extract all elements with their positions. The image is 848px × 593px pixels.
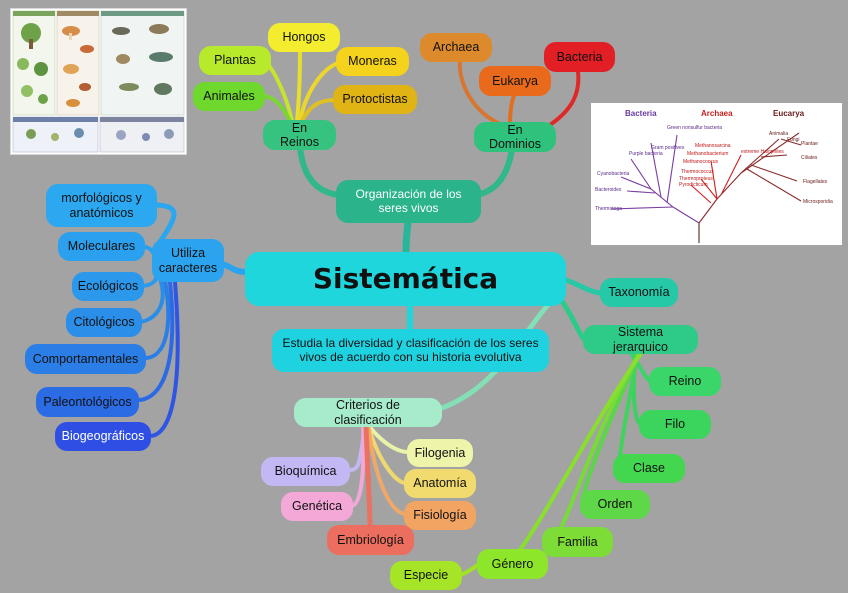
tree-header-bacteria: Bacteria (625, 109, 657, 118)
node-fisiologia[interactable]: Fisiología (404, 501, 476, 530)
node-hongos[interactable]: Hongos (268, 23, 340, 52)
link-reinos-moneras (298, 61, 340, 123)
tree-label: Ciliates (801, 155, 818, 161)
node-clase[interactable]: Clase (613, 454, 685, 483)
tree-label: extreme Halophiles (741, 149, 784, 155)
node-ecologicos[interactable]: Ecológicos (72, 272, 144, 301)
link-center-caracteres (219, 261, 248, 275)
node-estudia[interactable]: Estudia la diversidad y clasificación de… (272, 329, 549, 372)
link-genero-especie (458, 563, 480, 577)
link-reinos-protoctistas (300, 98, 337, 123)
phylogenetic-tree-lines (610, 132, 802, 243)
node-filo[interactable]: Filo (639, 410, 711, 439)
node-paleontologicos[interactable]: Paleontológicos (36, 387, 139, 417)
tree-label: Methanococcus (683, 159, 719, 165)
link-sistema-reino (628, 350, 652, 383)
tree-label: Gram positives (651, 145, 685, 151)
link-center-sistema (557, 295, 587, 342)
node-animales[interactable]: Animales (193, 82, 265, 111)
node-biogeograficos[interactable]: Biogeográficos (55, 422, 151, 451)
node-genetica[interactable]: Genética (281, 492, 353, 521)
link-dominios-bacteria (543, 70, 581, 130)
tree-label: Methanobacterium (687, 151, 729, 157)
central-topic-sistematica[interactable]: Sistemática (245, 252, 566, 306)
link-criterios-embriologia (363, 422, 373, 529)
kingdoms-illustration-image[interactable] (10, 8, 187, 155)
link-car-5 (143, 278, 171, 360)
phylogenetic-tree-image[interactable]: Bacteria Archaea Eucarya Green nonsulfur… (591, 103, 842, 245)
link-reinos-hongos (295, 48, 302, 123)
tree-label: Flagellates (803, 179, 828, 185)
node-comportamentales[interactable]: Comportamentales (25, 344, 146, 374)
link-sistema-genero (518, 350, 644, 552)
link-organizacion-dominios (473, 147, 515, 198)
tree-label: Green nonsulfur bacteria (667, 125, 723, 131)
kingdoms-illustration-art (12, 10, 185, 153)
node-archaea[interactable]: Archaea (420, 33, 492, 62)
tree-header-eucarya: Eucarya (773, 109, 805, 118)
link-center-organizacion (402, 214, 412, 256)
node-sistema-jerarquico[interactable]: Sistema jerarquico (583, 325, 698, 354)
node-embriologia[interactable]: Embriología (327, 525, 414, 555)
node-bacteria[interactable]: Bacteria (544, 42, 615, 72)
node-en-reinos[interactable]: En Reinos (263, 120, 336, 150)
tree-label: Thermococcus (681, 169, 714, 175)
node-taxonomia[interactable]: Taxonomía (600, 278, 678, 307)
node-plantas[interactable]: Plantas (199, 46, 271, 75)
node-criterios[interactable]: Criterios de clasificación (294, 398, 442, 427)
node-filogenia[interactable]: Filogenia (407, 439, 473, 467)
link-criterios-fisiologia (366, 423, 407, 516)
node-en-dominios[interactable]: En Dominios (474, 122, 556, 152)
node-citologicos[interactable]: Citológicos (66, 308, 142, 337)
tree-label: Microsporidia (803, 199, 833, 205)
tree-label: Pyrodicticum (679, 182, 708, 188)
node-genero[interactable]: Género (477, 549, 548, 579)
node-bioquimica[interactable]: Bioquímica (261, 457, 350, 486)
tree-label: Bacteroides (595, 187, 622, 193)
node-especie[interactable]: Especie (390, 561, 462, 590)
tree-label: Animalia (769, 131, 789, 137)
node-reino[interactable]: Reino (649, 367, 721, 396)
tree-label: Thermoproteus (679, 176, 713, 182)
node-protoctistas[interactable]: Protoctistas (333, 85, 417, 114)
tree-label: Plantae (801, 141, 818, 147)
node-moneras[interactable]: Moneras (336, 47, 409, 76)
node-moleculares[interactable]: Moleculares (58, 232, 145, 261)
tree-label: Purple bacteria (629, 151, 663, 157)
link-dominios-eukarya (508, 94, 516, 126)
tree-header-archaea: Archaea (701, 109, 733, 118)
link-criterios-genetica (350, 423, 366, 508)
link-car-7 (148, 280, 180, 438)
node-orden[interactable]: Orden (580, 490, 650, 519)
tree-label: Fungi (787, 137, 800, 143)
tree-label: Thermotoga (595, 206, 622, 212)
node-utiliza-caracteres[interactable]: Utiliza caracteres (152, 239, 224, 282)
node-morfologicos[interactable]: morfológicos y anatómicos (46, 184, 157, 227)
link-car-6 (136, 280, 175, 402)
link-organizacion-reinos (297, 145, 341, 198)
node-familia[interactable]: Familia (542, 527, 613, 557)
link-center-taxonomia (563, 277, 603, 296)
tree-label: Cyanobacteria (597, 171, 630, 177)
link-dominios-archaea (457, 58, 502, 126)
tree-label: Methanosarcina (695, 143, 731, 149)
node-organizacion[interactable]: Organización de los seres vivos (336, 180, 481, 223)
node-eukarya[interactable]: Eukarya (479, 66, 551, 96)
node-anatomia[interactable]: Anatomía (404, 469, 476, 498)
